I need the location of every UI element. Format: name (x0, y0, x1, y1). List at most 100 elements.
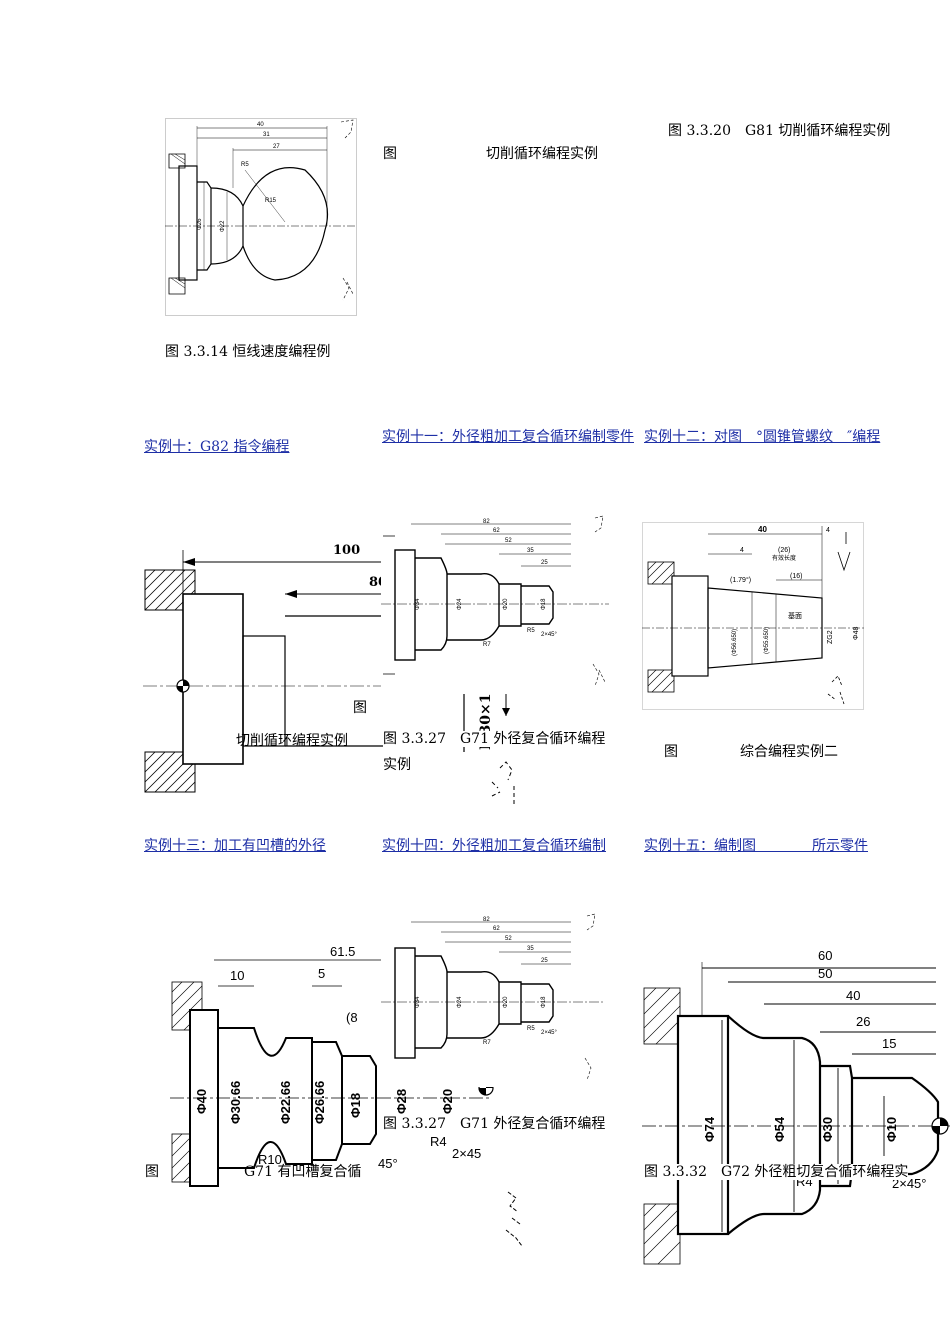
figure-g72: 60 50 40 26 15 Φ74 Φ54 Φ30 Φ10 R4 2×45° (642, 942, 950, 1268)
dim-82: 82 (483, 519, 490, 525)
caption-fig-3-3-32: 图 3.3.32 G72 外径粗切复合循环编程实 (644, 1164, 909, 1180)
caption-blank-fig: 图 (383, 146, 397, 162)
caption-ex11-fig-a: 图 (353, 700, 367, 716)
dim-26: (26) (778, 547, 790, 554)
dim-r5: R5 (527, 1026, 535, 1032)
dim-r4: R4 (430, 1134, 447, 1149)
figure-groove-drawing: 61.5 10 5 (8 Φ40 Φ30.66 Φ22.66 Φ26.66 Φ1… (170, 944, 494, 1187)
figure-g71-drawing: 82 62 52 35 25 Φ34 Φ24 Φ20 Φ18 R7 R5 2×4… (381, 515, 609, 687)
thread-callout-drawing: M30×1 (463, 694, 515, 806)
dim-phi24: Φ24 (457, 996, 463, 1008)
dim-40: 40 (758, 525, 767, 534)
tool-sketch-drawing (505, 1191, 523, 1247)
figure-example-12: 40 4 4 (26) 有效长度 (16) (1.79°) (Φ56.650) … (642, 522, 864, 710)
dim-61-5: 61.5 (330, 944, 355, 959)
figure-g82-drawing: 100 80 (143, 543, 387, 793)
dim-2x45: 2×45 (452, 1146, 481, 1161)
dim-31: 31 (263, 132, 270, 138)
dim-52: 52 (505, 936, 512, 942)
caption-bottom-left-b: G71 有凹槽复合循 (244, 1164, 362, 1180)
dim-phi10: Φ10 (884, 1117, 899, 1142)
dim-2x45: 2×45° (541, 1030, 558, 1036)
dim-35: 35 (527, 548, 534, 554)
dim-phi40: Φ40 (194, 1089, 209, 1114)
figure-g71: 82 62 52 35 25 Φ34 Φ24 Φ20 Φ18 R7 R5 2×4… (381, 514, 609, 692)
link-example-12[interactable]: 实例十二：对图 °圆锥管螺纹 ″编程 (644, 429, 881, 445)
caption-fig-3-3-27: 图 3.3.27 G71 外径复合循环编程 (383, 731, 606, 747)
dim-r10: R10 (258, 1152, 282, 1167)
label-effective-length: 有效长度 (772, 554, 796, 562)
caption-ex12-fig-b: 综合编程实例二 (740, 744, 838, 760)
dim-10: 10 (230, 968, 244, 983)
dim-5: 5 (318, 966, 325, 981)
dim-50: 50 (818, 966, 832, 981)
link-example-14[interactable]: 实例十四：外径粗加工复合循环编制 (382, 838, 606, 854)
dim-phi20: Φ20 (440, 1089, 455, 1114)
dim-phi30: Φ30 (820, 1117, 835, 1142)
label-zg2: ZG2 (827, 630, 834, 644)
figure-example-12-drawing: 40 4 4 (26) 有效长度 (16) (1.79°) (Φ56.650) … (642, 522, 864, 710)
dim-82: 82 (483, 917, 490, 923)
caption-fig-3-3-27-b: 实例 (383, 757, 411, 773)
label-base-plane: 基面 (788, 611, 802, 620)
caption-ex12-fig-a: 图 (664, 744, 678, 760)
caption-fig-3-3-14: 图 3.3.14 恒线速度编程例 (165, 344, 331, 360)
caption-fig-3-3-20: 图 3.3.20 G81 切削循环编程实例 (668, 123, 891, 139)
dim-phi20: Φ20 (503, 996, 509, 1008)
dim-60: 60 (818, 948, 832, 963)
dim-62: 62 (493, 528, 500, 534)
dim-8: (8 (346, 1010, 358, 1025)
figure-g72-drawing: 60 50 40 26 15 Φ74 Φ54 Φ30 Φ10 R4 2×45° (642, 948, 950, 1265)
dim-r5: R5 (241, 162, 249, 168)
dim-25: 25 (541, 560, 548, 566)
dim-phi22: Φ22 (220, 220, 226, 232)
dim-phi34: Φ34 (415, 598, 421, 610)
dim-16: (16) (790, 573, 802, 580)
figure-g82: 100 80 (143, 536, 387, 798)
dim-15: 15 (882, 1036, 896, 1051)
dim-phi18: Φ18 (541, 598, 547, 610)
figure-g71-repeat: 82 62 52 35 25 Φ34 Φ24 Φ20 Φ18 R7 R5 2×4… (381, 912, 603, 1087)
figure-groove: 61.5 10 5 (8 Φ40 Φ30.66 Φ22.66 Φ26.66 Φ1… (170, 938, 500, 1198)
dim-phi34: Φ34 (415, 996, 421, 1008)
dim-r7: R7 (483, 1040, 491, 1046)
thread-callout: M30×1 (454, 688, 524, 810)
dim-phi30-66: Φ30.66 (228, 1081, 243, 1124)
figure-g71-repeat-drawing: 82 62 52 35 25 Φ34 Φ24 Φ20 Φ18 R7 R5 2×4… (381, 913, 603, 1081)
dim-52: 52 (505, 538, 512, 544)
caption-fig-3-3-27-repeat: 图 3.3.27 G71 外径复合循环编程 (383, 1116, 606, 1132)
dim-35: 35 (527, 946, 534, 952)
dim-4b: 4 (826, 527, 830, 534)
caption-ex11-fig-b: 切削循环编程实例 (236, 733, 348, 749)
figure-3-3-14: 40 31 27 R5 R15 Φ26 Φ22 (165, 118, 357, 316)
dim-r5: R5 (527, 628, 535, 634)
caption-bottom-left-a: 图 (145, 1164, 159, 1180)
dim-phi26-66: Φ26.66 (312, 1081, 327, 1124)
dim-45deg: 45° (378, 1156, 398, 1171)
link-example-15[interactable]: 实例十五：编制图 所示零件 (644, 838, 868, 854)
dim-26: 26 (856, 1014, 870, 1029)
link-example-13[interactable]: 实例十三：加工有凹槽的外径 (144, 838, 326, 854)
dim-2x45: 2×45° (541, 632, 558, 638)
dim-25: 25 (541, 958, 548, 964)
dim-phi54: Φ54 (772, 1116, 787, 1142)
dim-r7: R7 (483, 642, 491, 648)
dim-phi22-66: Φ22.66 (278, 1081, 293, 1124)
dim-phi18: Φ18 (348, 1093, 363, 1118)
dim-phi26: Φ26 (197, 218, 203, 230)
link-example-11[interactable]: 实例十一：外径粗加工复合循环编制零件 (382, 429, 634, 445)
dim-40: 40 (846, 988, 860, 1003)
dim-phi48: Φ48 (853, 627, 860, 640)
dim-100: 100 (333, 543, 360, 558)
dim-phi56: (Φ56.650) (732, 629, 738, 656)
link-example-10[interactable]: 实例十：G82 指令编程 (144, 439, 290, 455)
dim-62: 62 (493, 926, 500, 932)
dim-phi24: Φ24 (457, 598, 463, 610)
tool-sketch (502, 1188, 538, 1248)
dim-phi55: (Φ55.650) (764, 627, 770, 654)
dim-4a: 4 (740, 547, 744, 554)
figure-3-3-14-drawing: 40 31 27 R5 R15 Φ26 Φ22 (165, 118, 357, 316)
caption-blank-fig-b: 切削循环编程实例 (486, 146, 598, 162)
dim-27: 27 (273, 144, 280, 150)
dim-40: 40 (257, 122, 264, 128)
